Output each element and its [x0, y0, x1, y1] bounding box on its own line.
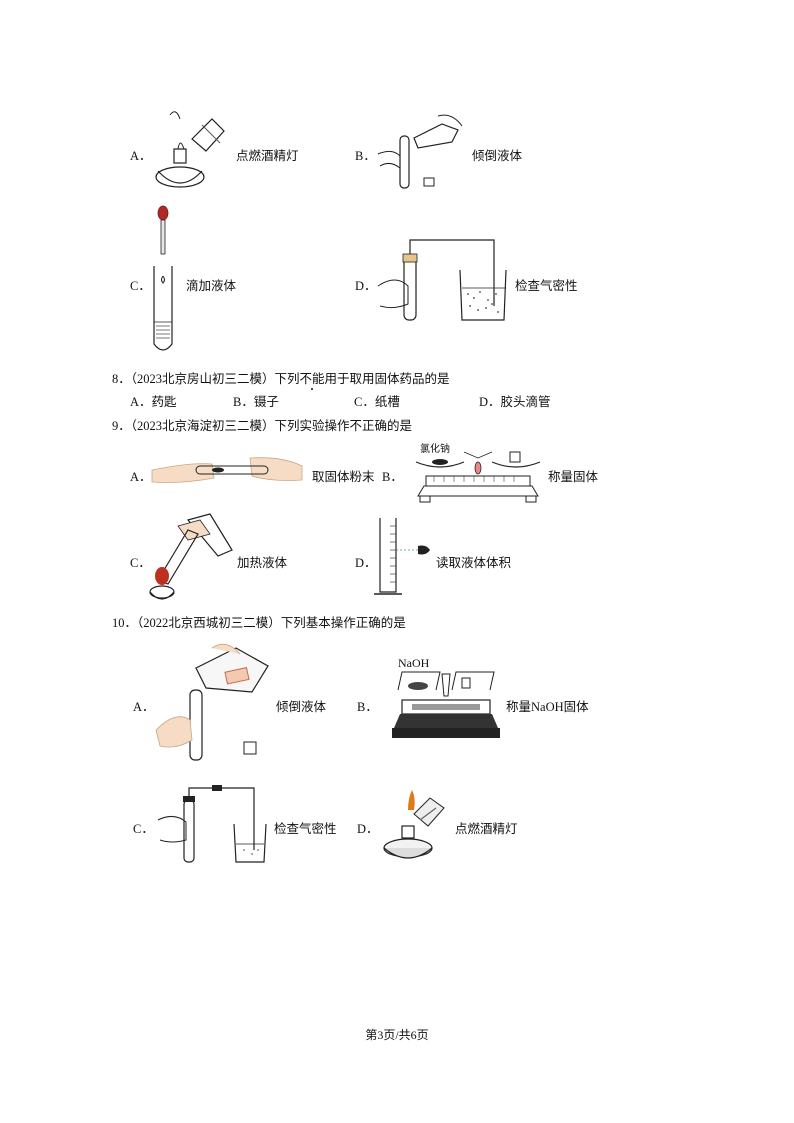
q10-stem: 10．（2022北京西城初三二模）下列基本操作正确的是 — [112, 616, 406, 630]
q10-a-pouring-illustration — [155, 643, 269, 761]
q7-option-a-caption: 点燃酒精灯 — [236, 149, 299, 163]
q7-option-d-caption: 检查气密性 — [515, 279, 578, 293]
page-number-footer: 第3页/共6页 — [365, 1028, 429, 1042]
q10-option-b-caption: 称量NaOH固体 — [506, 700, 589, 714]
q8-option-b: B．镊子 — [233, 395, 279, 409]
q9-a-powder-illustration — [151, 457, 303, 483]
q10-option-d-caption: 点燃酒精灯 — [455, 822, 518, 836]
q7-b-pouring-liquid-illustration — [377, 114, 463, 189]
q9-option-a-letter: A． — [130, 470, 152, 484]
q9-option-b-caption: 称量固体 — [548, 470, 599, 484]
q9-stem: 9．（2023北京海淀初三二模）下列实验操作不正确的是 — [112, 419, 413, 433]
q10-option-c-letter: C． — [133, 822, 154, 836]
q10-b-balance-illustration — [392, 671, 500, 738]
q9-option-d-caption: 读取液体体积 — [436, 556, 512, 570]
q10-option-a-letter: A． — [133, 700, 155, 714]
q9-option-d-letter: D． — [355, 556, 377, 570]
q8-option-d: D．胶头滴管 — [479, 395, 551, 409]
q10-option-a-caption: 倾倒液体 — [276, 700, 327, 714]
q10-b-balance-label: NaOH — [398, 656, 430, 670]
q9-b-balance-label: 氯化钠 — [420, 444, 450, 455]
q10-option-d-letter: D． — [357, 822, 379, 836]
q9-option-c-letter: C． — [130, 556, 151, 570]
q8-stem-emphasis: 不能 — [299, 372, 325, 386]
q8-option-c: C．纸槽 — [354, 395, 400, 409]
q7-option-c-caption: 滴加液体 — [186, 279, 237, 293]
q7-option-b-letter: B． — [355, 149, 376, 163]
q9-option-b-letter: B． — [382, 470, 403, 484]
q9-c-heating-illustration — [149, 513, 233, 600]
q10-c-airtightness-illustration — [157, 785, 267, 863]
q10-d-lamp-lighting-illustration — [383, 790, 445, 859]
q7-d-airtightness-illustration — [377, 239, 507, 321]
q7-option-c-letter: C． — [130, 279, 151, 293]
q9-b-balance-illustration — [415, 451, 541, 503]
q7-option-a-letter: A． — [130, 149, 152, 163]
q8-stem: 8．（2023北京房山初三二模）下列不能用于取用固体药品的是 — [112, 372, 450, 386]
q7-option-d-letter: D． — [355, 279, 377, 293]
q9-d-cylinder-illustration — [374, 518, 430, 595]
q8-option-a: A．药匙 — [130, 395, 177, 409]
q7-a-lamp-lighting-illustration — [155, 111, 225, 188]
q10-option-b-letter: B． — [357, 700, 378, 714]
q9-option-c-caption: 加热液体 — [237, 556, 288, 570]
q7-c-dropper-illustration — [153, 205, 173, 351]
q7-option-b-caption: 倾倒液体 — [472, 149, 523, 163]
q9-option-a-caption: 取固体粉末 — [312, 470, 375, 484]
q10-option-c-caption: 检查气密性 — [274, 822, 337, 836]
